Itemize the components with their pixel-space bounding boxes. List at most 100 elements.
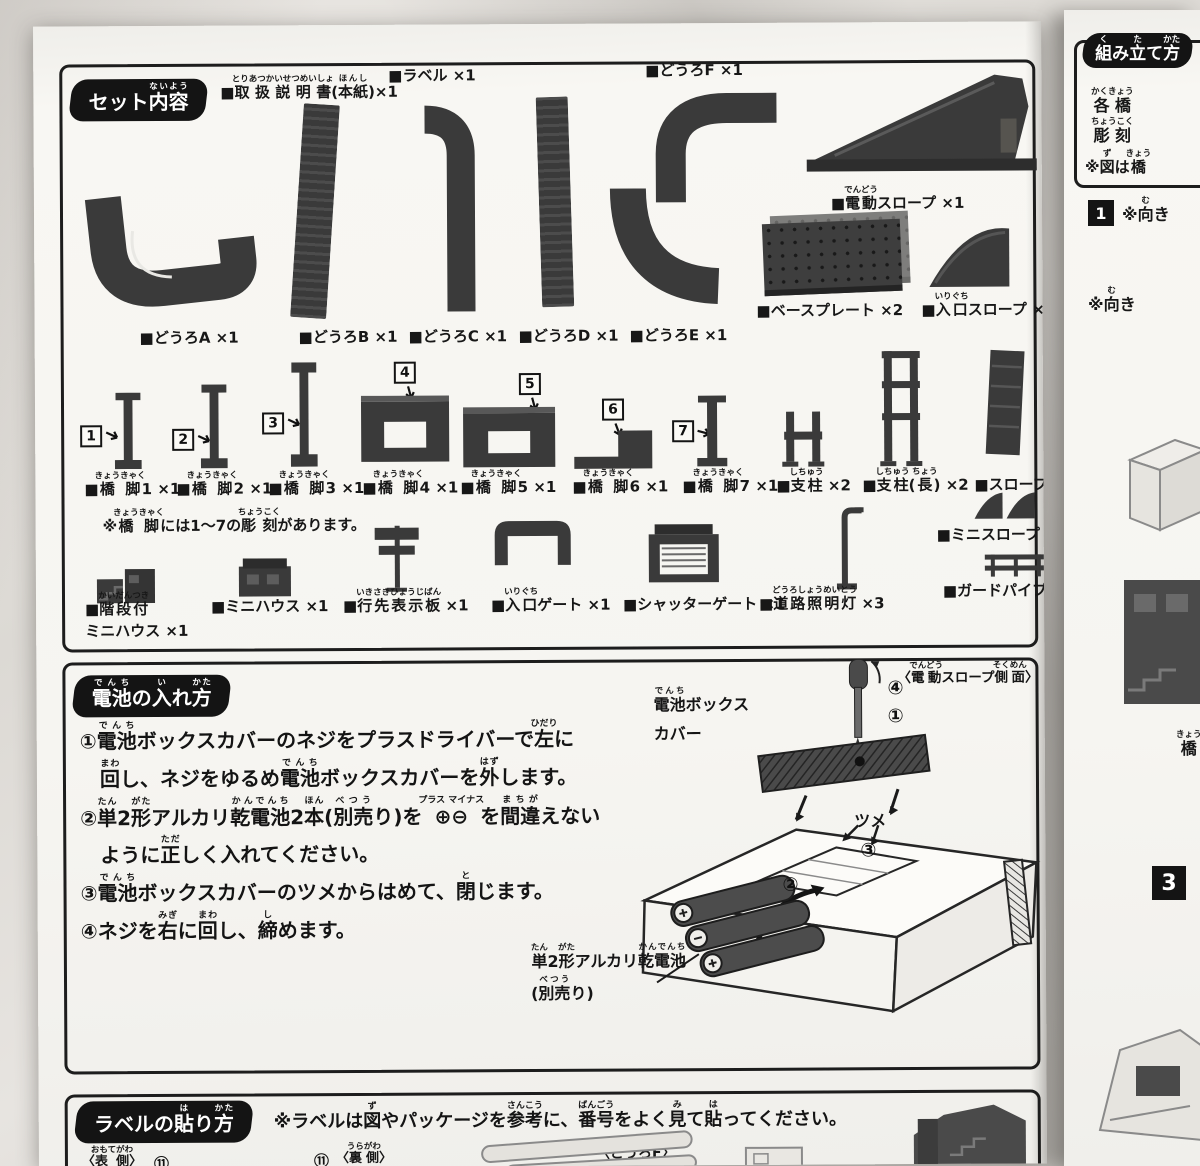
street-light-image	[836, 507, 864, 590]
label-pier-3: ■橋脚きょうきゃく3 ×1	[268, 470, 365, 498]
assembly-header-badge: 組くみ立たて方かた	[1080, 33, 1195, 68]
battery-step-line-6: ④ネジを右みぎに回まわし、締しめます。	[80, 910, 356, 944]
guard-pipe-image	[984, 554, 1047, 577]
diagram-step-3: ③	[860, 839, 877, 862]
diagram-step-2: ②	[782, 873, 799, 896]
label-pier-5: ■橋脚きょうきゃく5 ×1	[460, 469, 557, 497]
battery-cover-label-1: 電池でんちボックス	[653, 686, 750, 715]
baseplate-image	[761, 218, 903, 297]
pier-3-image	[290, 362, 318, 467]
label-guard-pipe: ■ガードパイプ ×6	[942, 581, 1047, 600]
pier-marker-5: 5	[518, 372, 541, 396]
assembly-line-2: 彫刻ちょうこく	[1091, 117, 1134, 145]
label-guide-header-badge: ラベルの貼はり方かた	[73, 1100, 255, 1144]
label-guide-title: ラベルの貼はり方かた	[93, 1103, 235, 1137]
pier-marker-3: 3	[262, 412, 285, 435]
label-pillar-long: ■支柱しちゅう(長ちょう) ×2	[862, 466, 969, 495]
label-pier-6: ■橋脚きょうきゃく6 ×1	[572, 468, 669, 496]
main-instruction-page: セット内容ないよう ■取扱説明書とりあつかいせつめいしょ(本紙ほんし)×1 ■ラ…	[33, 21, 1047, 1166]
pier-marker-1: 1	[80, 425, 103, 448]
label-guide-box: ラベルの貼はり方かた ※ラベルは図ずやパッケージを参考さんこうに、番号ばんごうを…	[64, 1089, 1042, 1166]
battery-step-line-1: ①電池でんちボックスカバーのネジをプラスドライバーで左ひだりに	[79, 718, 575, 754]
label-road-f: ■どうろF ×1	[645, 60, 743, 80]
label-pier-4: ■橋脚きょうきゃく4 ×1	[362, 469, 459, 497]
assembly-dark-sketch	[1124, 580, 1200, 704]
marker-arrow-1	[101, 424, 127, 450]
label-sticker: ■ラベル ×1	[388, 66, 476, 85]
label-guide-road-sketch	[481, 1130, 697, 1166]
marker-arrow-3	[283, 411, 309, 437]
label-mini-slope: ■ミニスロープ ×2	[936, 525, 1047, 544]
back-side-caption: 〈裏側うらがわ〉	[335, 1141, 393, 1166]
pier-engraving-note: ※橋脚きょうきゃくには1〜7の彫刻ちょうこくがあります。	[102, 507, 366, 536]
sign-board-image	[374, 525, 419, 592]
pier-5-image	[463, 406, 556, 468]
road-a-image	[84, 196, 257, 307]
label-stair-house-1: ■階段付かいだんつき	[85, 591, 150, 619]
entry-gate-image	[494, 520, 571, 566]
assembly-bottom-sketch	[1098, 1028, 1200, 1141]
assembly-direction-note-2: ※向むき	[1088, 286, 1136, 314]
road-f-image	[655, 92, 777, 203]
label-number-11-b: ⑪	[313, 1152, 330, 1166]
mini-slope-image	[974, 492, 1035, 519]
pier-marker-4: 4	[393, 361, 416, 384]
label-manual: ■取扱説明書とりあつかいせつめいしょ(本紙ほんし)×1	[220, 73, 398, 102]
pier-marker-2: 2	[172, 428, 195, 451]
pier-4-image	[360, 395, 450, 462]
label-pier-7: ■橋脚きょうきゃく7 ×1	[682, 467, 779, 496]
marker-arrow-2	[193, 427, 219, 453]
label-road-d: ■どうろD ×1	[518, 326, 619, 346]
set-contents-title: セット内容ないよう	[88, 81, 189, 115]
pier-1-image	[114, 392, 142, 470]
motor-slope-image	[806, 74, 1037, 172]
road-c-image	[423, 105, 476, 312]
road-e-image	[609, 187, 720, 305]
tab-label: ツメ	[854, 811, 887, 831]
label-road-e: ■どうろE ×1	[629, 326, 728, 345]
entry-slope-image	[929, 228, 1010, 287]
label-number-11-a: ⑪	[153, 1154, 170, 1166]
battery-section-title: 電池でんちの入いれ方かた	[91, 677, 212, 711]
label-guide-house-sketch	[744, 1146, 804, 1166]
battery-step-line-5: ③電池でんちボックスカバーのツメからはめて、閉とじます。	[80, 871, 554, 906]
battery-type-label-1: 単たん2形がたアルカリ乾電池かんでんち	[530, 942, 687, 972]
side-view-caption: 〈電動でんどうスロープ側面そくめん〉	[897, 660, 1039, 687]
diagram-step-4: ④	[887, 677, 904, 700]
label-pier-1: ■橋脚きょうきゃく1 ×1	[84, 471, 181, 499]
battery-step-line-4: ように正ただしく入れてください。	[100, 834, 380, 868]
battery-header-badge: 電池でんちの入いれ方かた	[71, 674, 232, 718]
label-road-b: ■どうろB ×1	[298, 327, 398, 347]
pier-6-image	[574, 430, 653, 469]
label-guide-structure-sketch	[913, 1104, 1027, 1166]
label-mini-house: ■ミニハウス ×1	[211, 597, 329, 616]
front-side-caption: 〈表側おもてがわ〉	[81, 1145, 143, 1166]
battery-type-label-2: (別売べつうり)	[531, 974, 594, 1004]
road-b-image	[290, 103, 340, 320]
assembly-step-1-marker: 1	[1088, 200, 1114, 226]
label-road-a: ■どうろA ×1	[139, 328, 239, 348]
shutter-gate-image	[648, 524, 719, 583]
assembly-direction-note-1: ※向むき	[1122, 196, 1170, 224]
pier-marker-7: 7	[672, 420, 695, 443]
label-baseplate: ■ベースプレート ×2	[756, 301, 904, 320]
assembly-line-3: ※図ずは橋きょう	[1085, 149, 1152, 176]
road-d-image	[535, 96, 575, 308]
label-road-c: ■どうろC ×1	[408, 327, 508, 346]
label-entry-gate: ■入口いりぐちゲート ×1	[491, 587, 611, 615]
assembly-title: 組くみ立たて方かた	[1095, 35, 1181, 64]
set-contents-header-badge: セット内容ないよう	[67, 78, 209, 122]
label-stair-house-2: ミニハウス ×1	[85, 621, 189, 641]
assembly-section-box: 組くみ立たて方かた 各橋かくきょう 彫刻ちょうこく ※図ずは橋きょう	[1074, 33, 1200, 188]
battery-cover-label-2: カバー	[653, 724, 702, 744]
assembly-iso-sketch	[1127, 438, 1200, 532]
pier-marker-6: 6	[601, 398, 625, 421]
label-pillar: ■支柱しちゅう ×2	[776, 467, 851, 495]
mini-house-image	[238, 558, 292, 597]
battery-diagram-drawing	[640, 658, 1041, 1014]
label-entry-slope: ■入口いりぐちスロープ ×1	[921, 291, 1047, 319]
label-street-light: ■道路照明灯どうろしょうめいとう ×3	[759, 585, 885, 613]
assembly-line-1: 各橋かくきょう	[1091, 87, 1134, 115]
pier-2-image	[200, 384, 228, 469]
